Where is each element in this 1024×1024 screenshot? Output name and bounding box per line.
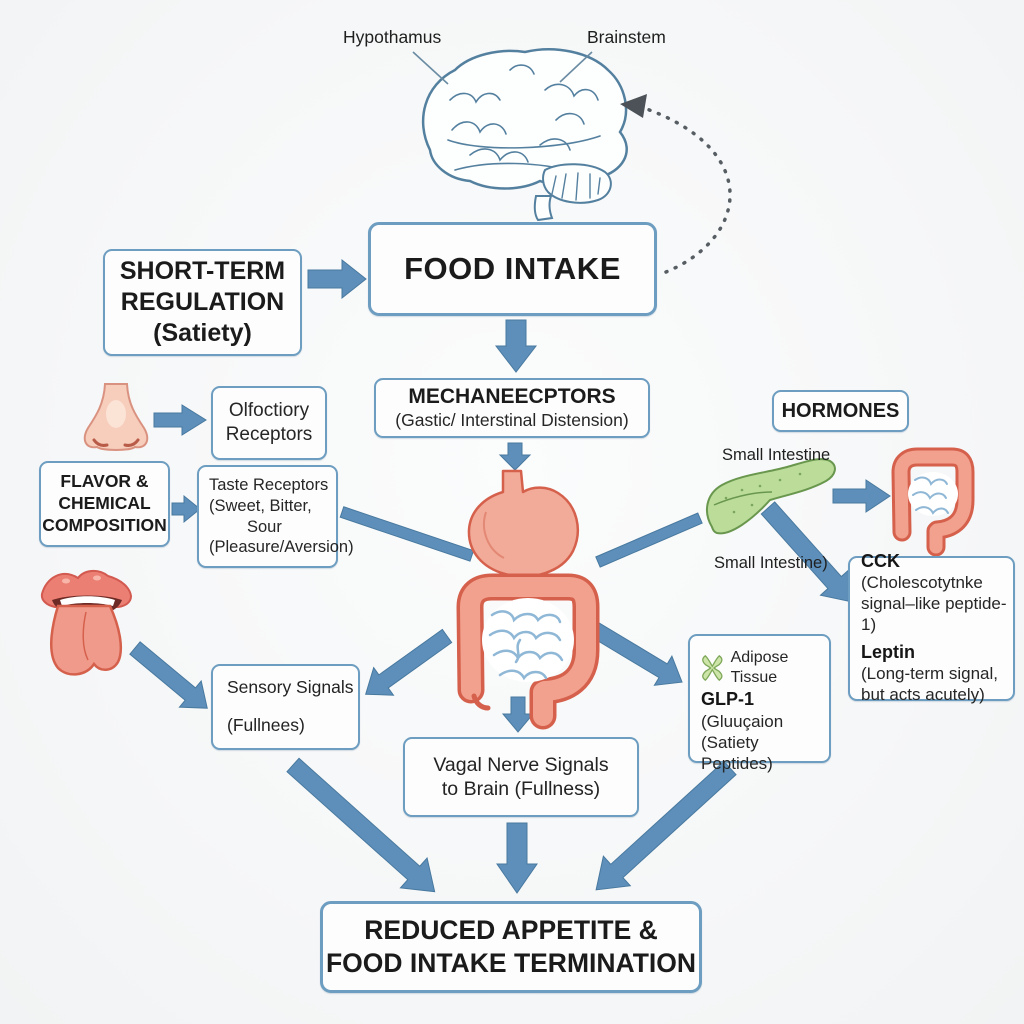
taste-line1: Taste Receptors bbox=[209, 476, 329, 495]
hypothalamus-label: Hypothamus bbox=[343, 27, 442, 47]
food-intake-box: FOOD INTAKE bbox=[368, 222, 657, 316]
glp1-name: GLP-1 bbox=[701, 689, 755, 709]
taste-line2: (Sweet, Bitter, bbox=[209, 496, 312, 515]
brain-icon bbox=[421, 48, 628, 222]
mechanoreceptors-title: MECHANEECPTORS bbox=[408, 384, 616, 408]
leptin-desc1: (Long-term signal, bbox=[861, 664, 999, 684]
glp1-line1: GLP-1 (Gluuçaion bbox=[701, 688, 825, 732]
arrow-foodintake-to-mechanoreceptors bbox=[494, 319, 538, 373]
flavor-line2: CHEMICAL bbox=[58, 493, 151, 514]
food-intake-label: FOOD INTAKE bbox=[404, 250, 621, 286]
vagal-line2: to Brain (Fullness) bbox=[441, 778, 601, 800]
hormones-box: HORMONES bbox=[772, 390, 909, 432]
short-term-regulation-box: SHORT-TERM REGULATION (Satiety) bbox=[103, 249, 302, 356]
arrow-vagal-to-reduced bbox=[496, 822, 538, 894]
vagal-line1: Vagal Nerve Signals bbox=[433, 753, 609, 776]
sensory-line1: Sensory Signals bbox=[227, 677, 354, 698]
arrow-glp1-to-reduced bbox=[595, 760, 737, 891]
arrow-sensory-to-reduced bbox=[286, 757, 436, 893]
reduced-line1: REDUCED APPETITE & bbox=[364, 914, 658, 945]
short-term-line1: SHORT-TERM bbox=[119, 256, 286, 285]
nose-icon bbox=[83, 383, 149, 451]
arrow-pancreas-to-cck bbox=[760, 501, 853, 603]
sensory-signals-box: Sensory Signals (Fullnees) bbox=[211, 664, 360, 750]
arrow-gitract-to-glp1 bbox=[587, 620, 683, 686]
hypothalamus-pointer-line bbox=[412, 51, 449, 85]
pancreas-icon bbox=[705, 458, 836, 535]
brainstem-label: Brainstem bbox=[587, 27, 666, 47]
cck-name: CCK bbox=[861, 551, 900, 572]
small-intestine-icon bbox=[891, 447, 975, 557]
cck-line1: CCK (Cholescotytnke bbox=[861, 551, 1007, 594]
olfactory-line1: Olfoctiory bbox=[228, 400, 310, 422]
short-term-line3: (Satiety) bbox=[153, 319, 252, 348]
glp1-desc: (Gluuçaion bbox=[701, 711, 784, 731]
arrow-gitract-to-vagal bbox=[501, 696, 535, 733]
leptin-name: Leptin bbox=[861, 642, 915, 663]
line-gitract-to-pancreas bbox=[595, 512, 703, 568]
arrow-gitract-to-sensory bbox=[365, 628, 453, 696]
reduced-line2: FOOD INTAKE TERMINATION bbox=[326, 948, 696, 978]
brainstem-pointer-line bbox=[559, 51, 593, 83]
taste-line4: (Pleasure/Aversion) bbox=[209, 538, 354, 557]
flavor-chemical-box: FLAVOR & CHEMICAL COMPOSITION bbox=[39, 461, 170, 547]
mechanoreceptors-subtitle: (Gastic/ Interstinal Distension) bbox=[395, 410, 629, 431]
small-intestine-label-top: Small Intestine bbox=[722, 446, 831, 464]
olfactory-receptors-box: Olfoctiory Receptors bbox=[211, 386, 327, 460]
glp1-text: GLP-1 (Gluuçaion (Satiety Peptides) bbox=[701, 688, 825, 774]
adipose-tissue-icon bbox=[702, 654, 723, 682]
arrow-shortterm-to-foodintake bbox=[307, 258, 367, 300]
tongue-icon bbox=[40, 570, 133, 676]
arrow-flavor-to-taste bbox=[171, 494, 201, 524]
gi-tract-icon bbox=[456, 469, 600, 730]
short-term-line2: REGULATION bbox=[120, 287, 285, 316]
leptin-desc2: but acts acutely) bbox=[861, 685, 985, 705]
olfactory-line2: Receptors bbox=[225, 424, 313, 445]
arrow-mechanoreceptors-to-gitract bbox=[498, 442, 532, 471]
mechanoreceptors-box: MECHANEECPTORS (Gastic/ Interstinal Dist… bbox=[374, 378, 650, 438]
line-taste-to-gitract bbox=[339, 506, 475, 562]
sensory-line2: (Fullnees) bbox=[227, 715, 305, 735]
reduced-appetite-box: REDUCED APPETITE & FOOD INTAKE TERMINATI… bbox=[320, 901, 702, 993]
flavor-line1: FLAVOR & bbox=[60, 471, 149, 492]
hormones-label: HORMONES bbox=[781, 399, 900, 422]
flavor-line3: COMPOSITION bbox=[42, 514, 167, 535]
cck-line2: signal–like peptide-1) bbox=[861, 593, 1007, 634]
arrow-nose-to-olfactory bbox=[153, 404, 207, 436]
feedback-dotted-arrow bbox=[620, 94, 732, 274]
taste-line3: Sour bbox=[247, 517, 282, 536]
arrow-tongue-to-sensory bbox=[129, 641, 208, 709]
small-intestine-label-bottom: Small Intestine) bbox=[714, 554, 828, 572]
adipose-tissue-row: Adipose Tissue bbox=[701, 648, 825, 688]
glp1-box: Adipose Tissue GLP-1 (Gluuçaion (Satiety… bbox=[688, 634, 831, 773]
adipose-tissue-label: Adipose Tissue bbox=[730, 649, 789, 686]
arrow-pancreas-to-intestine bbox=[832, 479, 891, 513]
glp1-line2: (Satiety Peptides) bbox=[701, 732, 773, 773]
vagal-nerve-box: Vagal Nerve Signals to Brain (Fullness) bbox=[403, 737, 639, 817]
taste-receptors-box: Taste Receptors (Sweet, Bitter, Sour (Pl… bbox=[197, 465, 354, 568]
cck-desc: (Cholescotytnke bbox=[861, 573, 983, 593]
cck-leptin-box: CCK (Cholescotytnke signal–like peptide-… bbox=[848, 551, 1015, 704]
